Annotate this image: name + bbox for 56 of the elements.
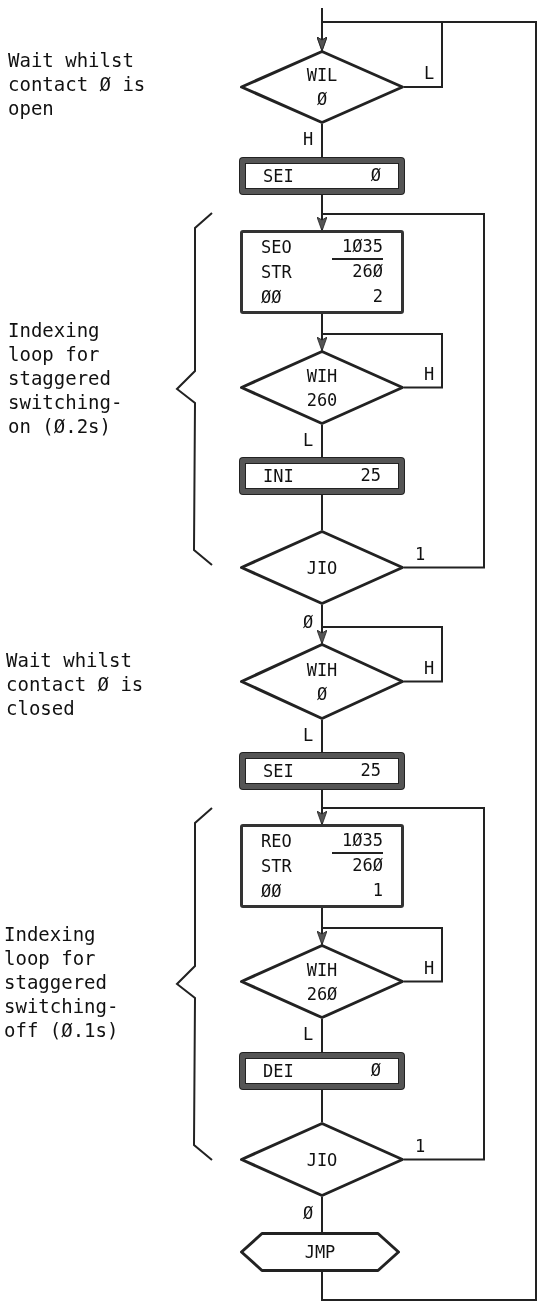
instruction-mnemonic: STR xyxy=(261,854,292,878)
instruction-text: 26Ø xyxy=(306,982,338,1006)
instruction-mnemonic: DEI xyxy=(263,1059,294,1083)
flow-arrow xyxy=(316,333,443,389)
edge-label: Ø xyxy=(302,612,315,632)
operand-value: 26Ø xyxy=(351,853,383,877)
instruction-text: WIH xyxy=(306,364,338,388)
instruction-text: Ø xyxy=(316,88,328,111)
instruction-text: JIO xyxy=(306,1148,338,1172)
process-box xyxy=(240,824,404,908)
instruction-mnemonic: SEO xyxy=(261,235,292,259)
flow-arrow xyxy=(316,927,443,983)
operand-value: 25 xyxy=(359,463,381,487)
instruction-text: Ø xyxy=(316,682,328,706)
instruction-text: JIO xyxy=(306,556,338,580)
flow-line xyxy=(321,123,323,159)
instruction-text: WIH xyxy=(306,958,338,982)
process-box xyxy=(240,458,404,494)
operand-value: 1Ø35 xyxy=(332,234,383,260)
operand-value: Ø xyxy=(369,1058,381,1082)
process-box xyxy=(240,753,404,789)
flow-line xyxy=(321,1088,323,1123)
flow-line xyxy=(321,424,323,459)
flow-line xyxy=(321,1196,323,1233)
flow-arrow xyxy=(316,213,485,569)
annotation-note: Indexing loop for staggered switching-on (Ø.2s) xyxy=(8,318,124,438)
flow-line xyxy=(321,1018,323,1054)
annotation-note: Indexing loop for staggered switching-off (Ø.1s) xyxy=(4,922,120,1042)
annotation-note: Wait whilst contact Ø is open xyxy=(8,48,147,120)
instruction-text: WIH xyxy=(306,658,338,682)
operand-value: Ø xyxy=(369,163,381,187)
instruction-mnemonic: SEI xyxy=(263,759,294,783)
operand-value: 26Ø xyxy=(351,259,383,283)
operand-value: 1Ø35 xyxy=(332,828,383,854)
instruction-mnemonic: SEI xyxy=(263,164,294,188)
annotation-note: Wait whilst contact Ø is closed xyxy=(6,648,145,720)
flow-arrow xyxy=(316,807,485,1161)
operand-value: 25 xyxy=(359,758,381,782)
process-box xyxy=(240,1053,404,1089)
instruction-mnemonic: STR xyxy=(261,260,292,284)
instruction-text: JMP xyxy=(304,1241,336,1264)
flow-arrow xyxy=(316,21,537,1301)
flow-line xyxy=(321,719,323,754)
process-box xyxy=(240,158,404,194)
instruction-mnemonic: ØØ xyxy=(261,285,282,309)
operand-value: 1 xyxy=(371,878,383,902)
instruction-text: 260 xyxy=(306,388,338,412)
instruction-mnemonic: INI xyxy=(263,464,294,488)
instruction-text: WIL xyxy=(306,64,338,87)
operand-value: 2 xyxy=(371,284,383,308)
edge-label: Ø xyxy=(302,1202,315,1223)
flow-line xyxy=(321,493,323,531)
instruction-mnemonic: ØØ xyxy=(261,879,282,903)
instruction-mnemonic: REO xyxy=(261,829,292,853)
process-box xyxy=(240,230,404,314)
flow-arrow xyxy=(316,626,443,683)
